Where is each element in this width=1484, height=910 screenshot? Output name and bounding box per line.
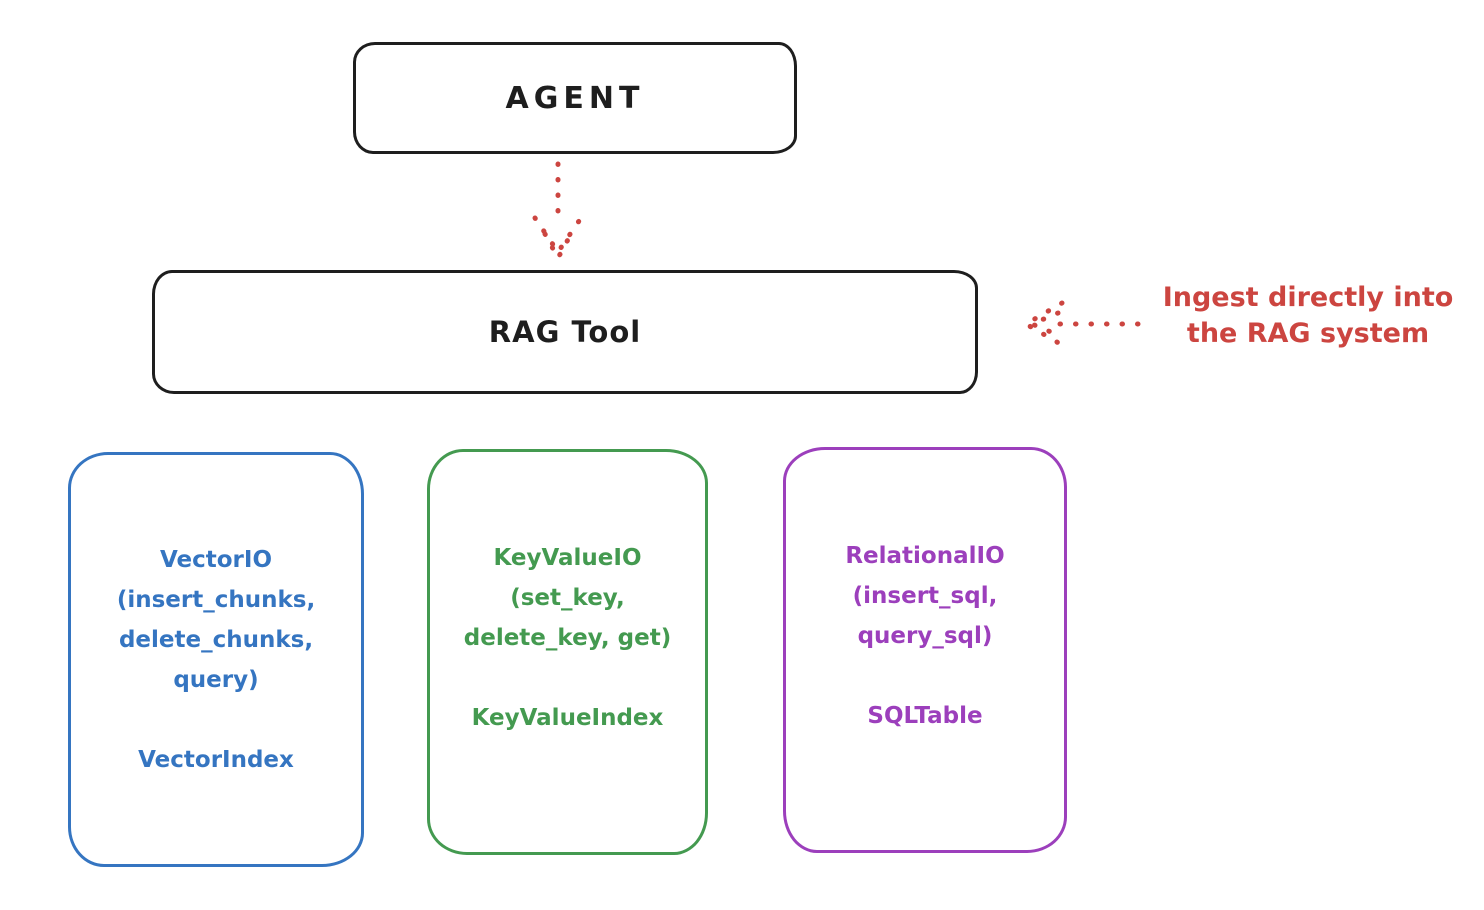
vector-io-box: VectorIO (insert_chunks, delete_chunks, … [68, 452, 364, 867]
keyvalue-io-text: KeyValueIO (set_key, delete_key, get) Ke… [463, 545, 672, 731]
relational-io-box: RelationalIO (insert_sql, query_sql) SQL… [783, 447, 1067, 853]
arrow-head-outer [532, 215, 584, 255]
arrow-head-outer [1023, 300, 1065, 348]
keyvalue-io-box: KeyValueIO (set_key, delete_key, get) Ke… [427, 449, 708, 855]
relational-io-text: RelationalIO (insert_sql, query_sql) SQL… [845, 543, 1005, 729]
vector-io-text: VectorIO (insert_chunks, delete_chunks, … [116, 546, 316, 773]
rag-tool-box: RAG Tool [152, 270, 978, 394]
arrow-head-inner [542, 231, 574, 261]
ingest-arrow [1023, 300, 1141, 348]
arrow-head-inner [1029, 310, 1061, 338]
agent-label: AGENT [505, 80, 645, 116]
rag-tool-label: RAG Tool [488, 315, 642, 349]
agent-to-rag-arrow [532, 161, 584, 261]
ingest-annotation: Ingest directly into the RAG system [1162, 282, 1454, 349]
agent-box: AGENT [353, 42, 797, 154]
